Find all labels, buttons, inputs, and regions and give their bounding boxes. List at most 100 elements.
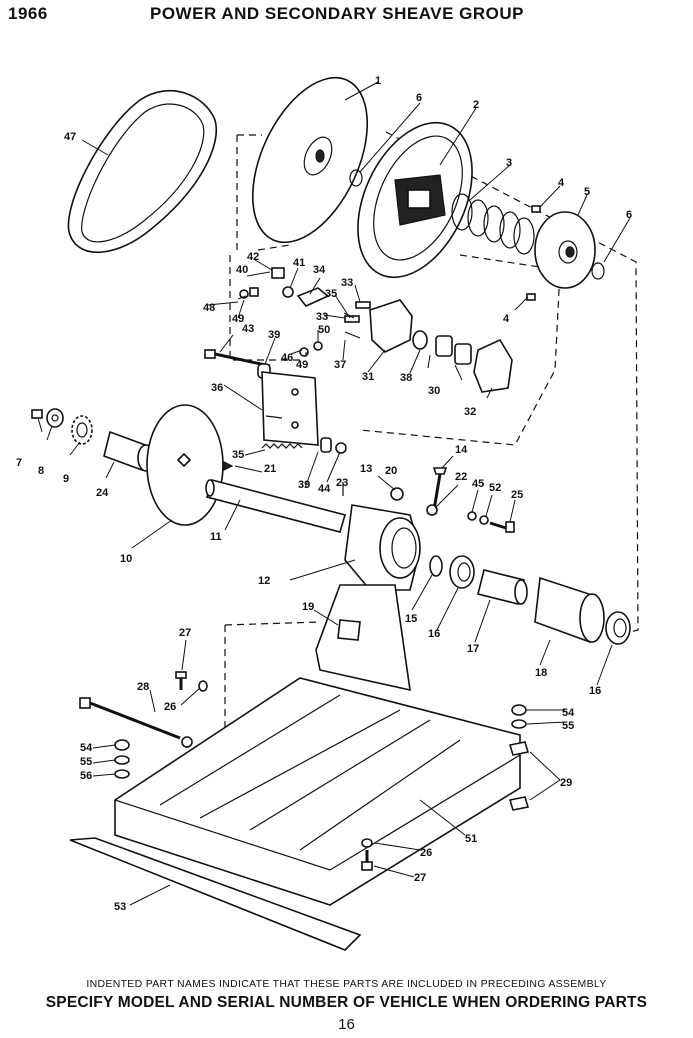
jackshaft: [205, 479, 346, 533]
callout-36: 36: [211, 382, 223, 394]
callout-54b: 54: [80, 742, 93, 754]
callout-26: 26: [164, 701, 176, 713]
callout-18: 18: [535, 667, 547, 679]
washer-26-bolt: [181, 736, 193, 748]
callout-14: 14: [455, 444, 468, 456]
bolt-25: [489, 521, 515, 533]
callout-6b: 6: [626, 209, 632, 221]
callout-48: 48: [203, 302, 215, 314]
bearing-cup: [534, 576, 605, 644]
spacer: [320, 437, 332, 453]
callout-6: 6: [416, 92, 422, 104]
callout-27: 27: [179, 627, 191, 639]
callout-26b: 26: [420, 847, 432, 859]
washer-55-left: [114, 755, 130, 765]
nut-54-right: [511, 704, 527, 716]
callout-35: 35: [325, 288, 337, 300]
year-label: 1966: [8, 4, 48, 23]
long-bolt-28: [79, 697, 181, 740]
callout-1: 1: [375, 75, 381, 87]
callout-33b: 33: [316, 311, 328, 323]
callout-23: 23: [336, 477, 348, 489]
washer-55-right: [511, 719, 527, 729]
callout-51: 51: [465, 833, 477, 845]
callout-49: 49: [232, 313, 244, 325]
snap-ring-outer: [591, 262, 605, 280]
callout-8: 8: [38, 465, 44, 477]
callout-4: 4: [558, 177, 565, 189]
ordering-instruction: SPECIFY MODEL AND SERIAL NUMBER OF VEHIC…: [45, 994, 648, 1011]
cap-screw-lower: [526, 293, 536, 301]
snap-ring: [349, 169, 363, 187]
callout-3: 3: [506, 157, 512, 169]
nut-45: [467, 511, 477, 521]
movable-sheave: [357, 121, 473, 279]
callout-22: 22: [455, 471, 467, 483]
callout-35b: 35: [232, 449, 244, 461]
callout-55: 55: [562, 720, 574, 732]
callout-33: 33: [341, 277, 353, 289]
page-number: 16: [338, 1016, 355, 1033]
callout-32: 32: [464, 406, 476, 418]
engine-frame: [114, 677, 521, 906]
washer-52: [479, 515, 489, 525]
callout-19: 19: [302, 601, 314, 613]
callout-16b: 16: [589, 685, 601, 697]
assembly-note: INDENTED PART NAMES INDICATE THAT THESE …: [86, 978, 607, 990]
exploded-parts-diagram: 1 2 3 4 4 5 6 6 7 8 9 10 11 12 13 14 15 …: [16, 75, 639, 951]
callout-7: 7: [16, 457, 22, 469]
callout-46: 46: [281, 352, 293, 364]
callout-39: 39: [268, 329, 280, 341]
callout-16: 16: [428, 628, 440, 640]
callout-55b: 55: [80, 756, 92, 768]
nut-22: [426, 504, 438, 516]
callout-40: 40: [236, 264, 248, 276]
callout-38: 38: [400, 372, 412, 384]
shim-29-lower: [508, 796, 530, 811]
drive-belt: [67, 90, 217, 254]
tension-spring: [261, 443, 303, 449]
washer-26-bottom: [361, 838, 373, 848]
callout-49b: 49: [296, 359, 308, 371]
callout-20: 20: [385, 465, 397, 477]
callout-24: 24: [96, 487, 109, 499]
callout-43: 43: [242, 323, 254, 335]
front-rail: [69, 837, 362, 951]
callout-34: 34: [313, 264, 326, 276]
page-title: POWER AND SECONDARY SHEAVE GROUP: [150, 4, 524, 23]
shaft-end-hardware: [31, 408, 93, 445]
callout-47: 47: [64, 131, 76, 143]
sheave-spring: [451, 193, 535, 255]
callout-25: 25: [511, 489, 523, 501]
brake-disc: [146, 404, 224, 526]
callout-53: 53: [114, 901, 126, 913]
callout-9: 9: [63, 473, 69, 485]
spacer-tube: [477, 569, 528, 605]
callout-41: 41: [293, 257, 305, 269]
washer-26-top: [198, 680, 208, 692]
callout-56: 56: [80, 770, 92, 782]
callout-45: 45: [472, 478, 484, 490]
callout-11: 11: [210, 531, 222, 543]
callout-13: 13: [360, 463, 372, 475]
assembly-outline: [224, 131, 639, 750]
callout-50: 50: [318, 324, 330, 336]
bearing-housing: [344, 504, 421, 591]
callout-37: 37: [334, 359, 346, 371]
callout-15: 15: [405, 613, 417, 625]
callout-10: 10: [120, 553, 132, 565]
bolt-27-top: [175, 671, 187, 690]
nut-54-left: [114, 739, 130, 751]
callout-52: 52: [489, 482, 501, 494]
leader-lines: [37, 81, 631, 906]
callout-44: 44: [318, 483, 331, 495]
mount-bracket: [315, 584, 411, 692]
callout-29: 29: [560, 777, 572, 789]
callout-2: 2: [473, 99, 479, 111]
nut-44: [335, 442, 347, 454]
callout-5: 5: [584, 186, 590, 198]
cap-screw: [531, 205, 541, 213]
callout-54: 54: [562, 707, 575, 719]
callout-28: 28: [137, 681, 149, 693]
shim-29-upper: [508, 741, 530, 756]
